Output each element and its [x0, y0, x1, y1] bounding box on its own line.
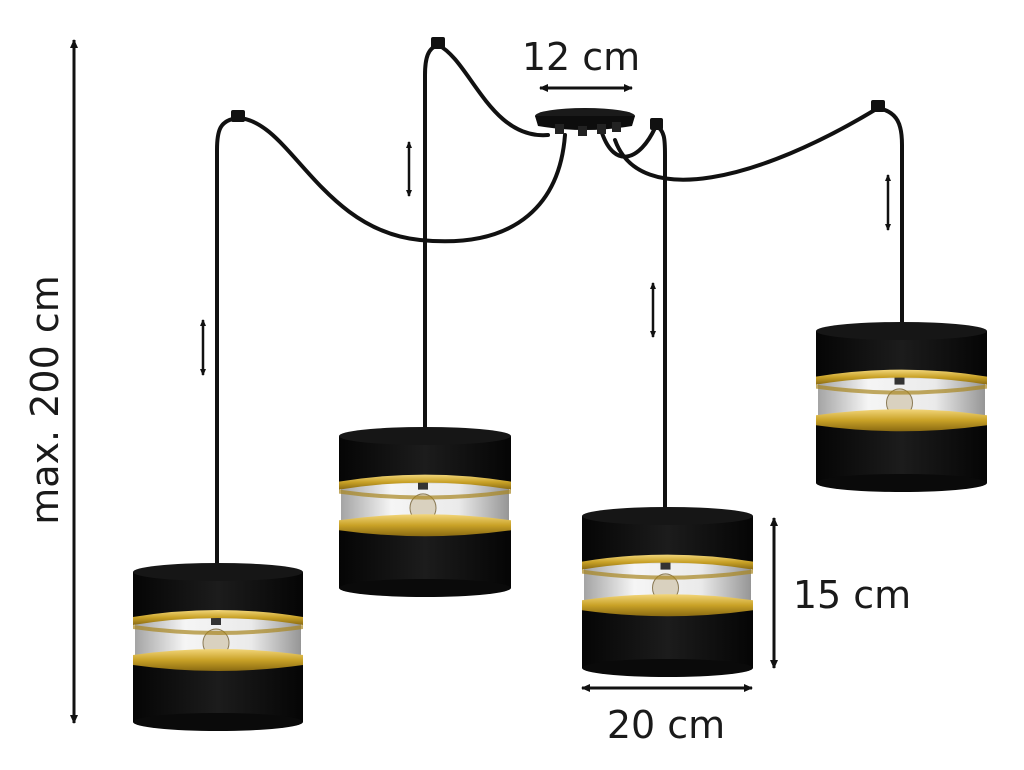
lamp-shade-4 — [816, 322, 987, 492]
lamp-shade-2 — [339, 427, 511, 597]
gold-band — [339, 514, 511, 537]
gold-band — [582, 569, 753, 580]
hook-icon — [231, 110, 245, 122]
cable-lamp-2 — [436, 43, 550, 138]
cable-lamp-1 — [236, 116, 567, 244]
gold-band — [582, 554, 753, 570]
gold-band — [816, 409, 987, 432]
cable-lamp-4 — [613, 106, 880, 182]
cable-lamp-3-drop — [653, 123, 667, 522]
gold-band — [339, 474, 511, 490]
cable-lamp-3 — [600, 126, 657, 159]
gold-band — [133, 625, 303, 635]
gold-band — [339, 489, 511, 500]
shade-height-label: 15 cm — [793, 573, 911, 617]
adjust-arrows — [200, 141, 891, 376]
lamp-shade-1 — [133, 563, 303, 731]
cable-hooks — [231, 37, 885, 130]
ceiling-canopy — [535, 108, 635, 136]
lamp-shade-3 — [582, 507, 753, 677]
gold-band — [133, 610, 303, 625]
gold-band — [816, 384, 987, 395]
canopy-diameter-label: 12 cm — [522, 35, 640, 79]
hook-icon — [650, 118, 663, 130]
dimension-lines — [70, 39, 778, 724]
shade-diameter-label: 20 cm — [607, 703, 725, 747]
max-length-label: max. 200 cm — [23, 275, 67, 524]
hook-icon — [871, 100, 885, 112]
gold-band — [816, 369, 987, 385]
cable-lamp-4-drop — [876, 106, 904, 337]
cable-lamp-1-drop — [215, 116, 240, 577]
gold-band — [133, 649, 303, 671]
lamp-shades — [133, 322, 987, 731]
gold-band — [582, 594, 753, 617]
hook-icon — [431, 37, 445, 49]
